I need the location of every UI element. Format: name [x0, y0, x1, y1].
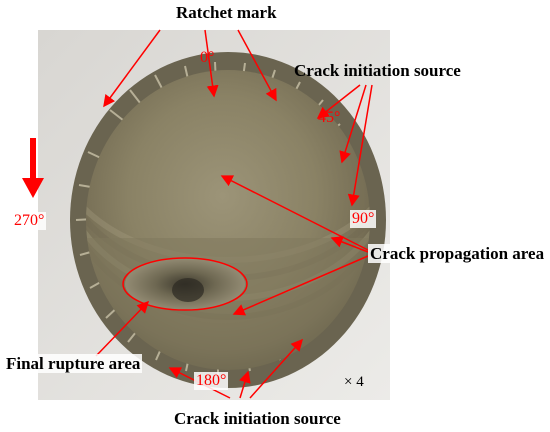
- final-rupture-outline: [122, 257, 248, 311]
- final-rupture-label: Final rupture area: [4, 354, 143, 373]
- magnification-label: × 4: [344, 374, 364, 390]
- bottom-initiation-arrow-2: [239, 370, 251, 399]
- ratchet-arrow-right: [237, 29, 277, 102]
- initiation-arrow-1: [316, 84, 361, 119]
- bottom-initiation-arrow-3: [249, 338, 304, 399]
- ratchet-mark-label: Ratchet mark: [176, 3, 277, 22]
- propagation-arrow-3: [232, 255, 369, 316]
- propagation-arrow-2: [330, 236, 369, 253]
- load-direction-arrow: [22, 138, 44, 198]
- angle-180-label: 180°: [194, 372, 229, 390]
- initiation-arrow-3: [347, 84, 373, 207]
- angle-0-label: 0°: [200, 49, 215, 66]
- final-rupture-arrow: [95, 300, 150, 357]
- crack-propagation-label: Crack propagation area: [368, 244, 547, 263]
- crack-initiation-label-top: Crack initiation source: [294, 61, 461, 80]
- ratchet-arrow-mid: [204, 29, 219, 98]
- ratchet-arrow-left: [103, 29, 161, 108]
- initiation-arrow-2: [339, 84, 367, 164]
- angle-90-label: 90°: [350, 210, 377, 228]
- propagation-arrow-1: [220, 175, 369, 251]
- angle-45-label: 45°: [318, 109, 341, 126]
- angle-270-label: 270°: [12, 212, 47, 230]
- crack-initiation-label-bottom: Crack initiation source: [174, 409, 341, 428]
